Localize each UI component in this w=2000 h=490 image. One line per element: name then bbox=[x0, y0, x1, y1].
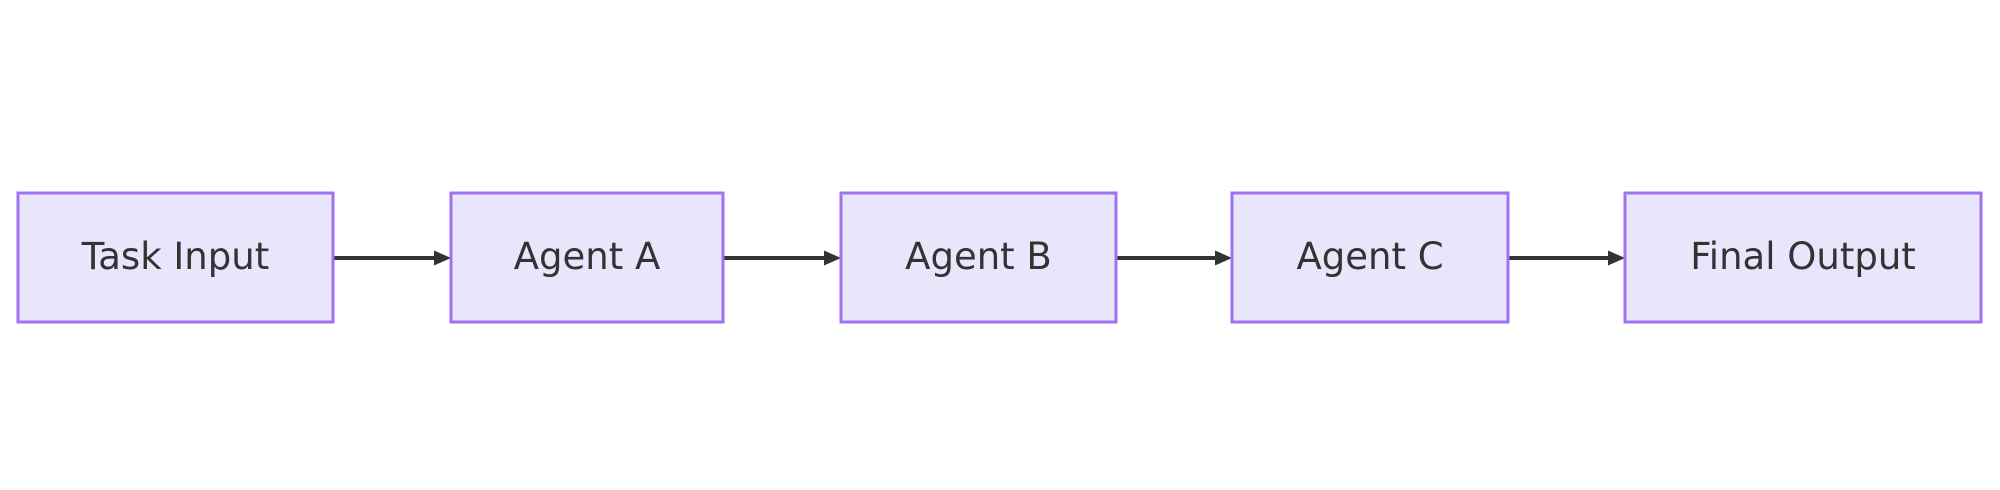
edge-task-input-to-agent-a[interactable] bbox=[333, 250, 451, 266]
node-box bbox=[1623, 191, 1983, 324]
node-box bbox=[449, 191, 725, 324]
node-box bbox=[16, 191, 335, 324]
arrowhead-icon bbox=[434, 250, 451, 266]
edge-agent-b-to-agent-c[interactable] bbox=[1116, 250, 1232, 266]
node-box bbox=[839, 191, 1118, 324]
node-agent-c[interactable]: Agent C bbox=[1230, 191, 1510, 324]
node-agent-b[interactable]: Agent B bbox=[839, 191, 1118, 324]
arrowhead-icon bbox=[1608, 250, 1625, 266]
node-agent-a[interactable]: Agent A bbox=[449, 191, 725, 324]
node-box bbox=[1230, 191, 1510, 324]
node-label: Agent C bbox=[1296, 235, 1443, 278]
arrowhead-icon bbox=[824, 250, 841, 266]
node-label: Agent B bbox=[905, 235, 1052, 278]
node-final-output[interactable]: Final Output bbox=[1623, 191, 1983, 324]
edge-group bbox=[333, 250, 1625, 266]
node-label: Agent A bbox=[514, 235, 661, 278]
node-label: Task Input bbox=[81, 235, 269, 278]
arrowhead-icon bbox=[1215, 250, 1232, 266]
node-label: Final Output bbox=[1690, 235, 1916, 278]
node-group: Task Input Agent A Agent B Agent C Final… bbox=[16, 191, 1983, 324]
node-task-input[interactable]: Task Input bbox=[16, 191, 335, 324]
edge-agent-a-to-agent-b[interactable] bbox=[723, 250, 841, 266]
edge-agent-c-to-final-output[interactable] bbox=[1508, 250, 1625, 266]
